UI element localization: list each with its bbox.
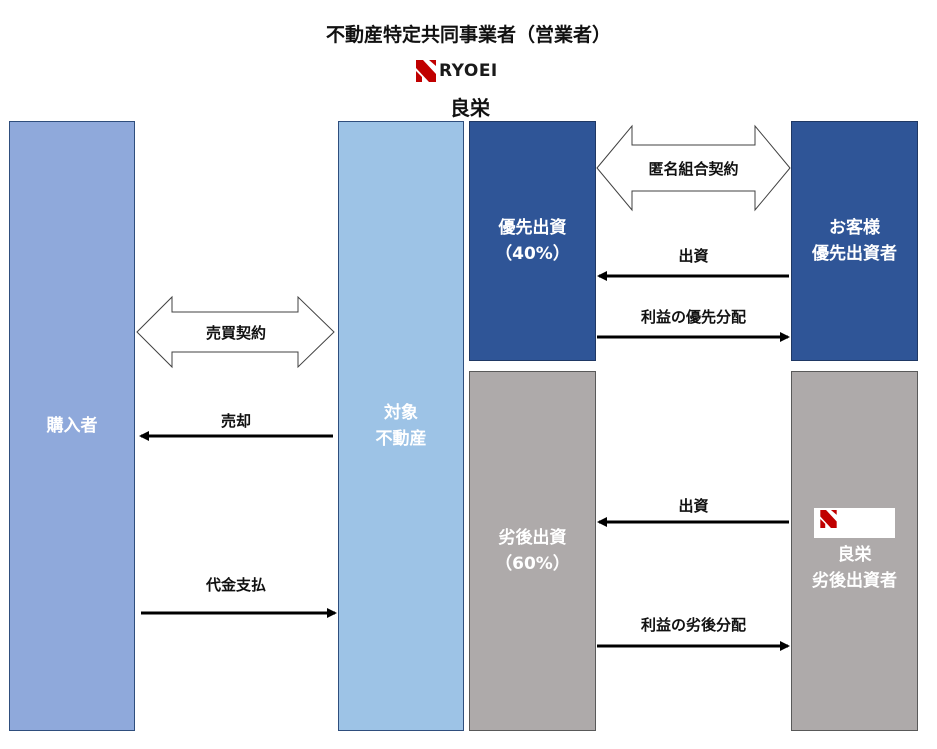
operator-name: 良栄 bbox=[450, 96, 490, 120]
tokumei-label: 匿名組合契約 bbox=[648, 160, 739, 178]
sale-label: 売却 bbox=[220, 412, 251, 430]
sub-investor-line2: 劣後出資者 bbox=[812, 571, 897, 591]
senior-line2: （40%） bbox=[495, 244, 570, 264]
subordinate-line2: （60%） bbox=[495, 554, 570, 574]
subordinate-investor-box: RYOEI 良栄 劣後出資者 bbox=[791, 371, 918, 731]
investor-line1: お客様 bbox=[829, 218, 880, 238]
property-line2: 不動産 bbox=[375, 429, 427, 449]
operator-logo: RYOEI bbox=[416, 60, 498, 82]
buyer-label: 購入者 bbox=[46, 416, 98, 436]
property-line1: 対象 bbox=[384, 403, 418, 423]
payment-label: 代金支払 bbox=[205, 576, 266, 594]
property-box: 対象 不動産 bbox=[338, 121, 464, 731]
diagram-title: 不動産特定共同事業者（営業者） bbox=[325, 24, 611, 46]
sale-contract-double-arrow bbox=[136, 295, 335, 369]
sub-invest-label: 出資 bbox=[678, 497, 709, 515]
senior-investor-box: お客様 優先出資者 bbox=[791, 121, 918, 361]
investor-line2: 優先出資者 bbox=[812, 244, 897, 264]
sub-investor-line1: 良栄 bbox=[837, 545, 872, 565]
subordinate-line1: 劣後出資 bbox=[498, 528, 567, 548]
senior-line1: 優先出資 bbox=[498, 218, 567, 238]
operator-logo-text: RYOEI bbox=[439, 61, 498, 81]
ryoei-logo-mark-icon bbox=[820, 510, 837, 536]
sub-dist-label: 利益の劣後分配 bbox=[640, 616, 746, 634]
buyer-box: 購入者 bbox=[9, 121, 135, 731]
ryoei-logo-mark-icon bbox=[416, 60, 436, 82]
sale-contract-label: 売買契約 bbox=[205, 324, 266, 342]
senior-investment-box: 優先出資 （40%） bbox=[469, 121, 596, 361]
sub-investor-logo-text: RYOEI bbox=[839, 514, 889, 532]
senior-dist-label: 利益の優先分配 bbox=[640, 308, 746, 326]
subordinate-investment-box: 劣後出資 （60%） bbox=[469, 371, 596, 731]
tokumei-double-arrow bbox=[596, 124, 791, 212]
sub-investor-logo: RYOEI bbox=[814, 508, 895, 538]
senior-invest-label: 出資 bbox=[678, 247, 709, 265]
